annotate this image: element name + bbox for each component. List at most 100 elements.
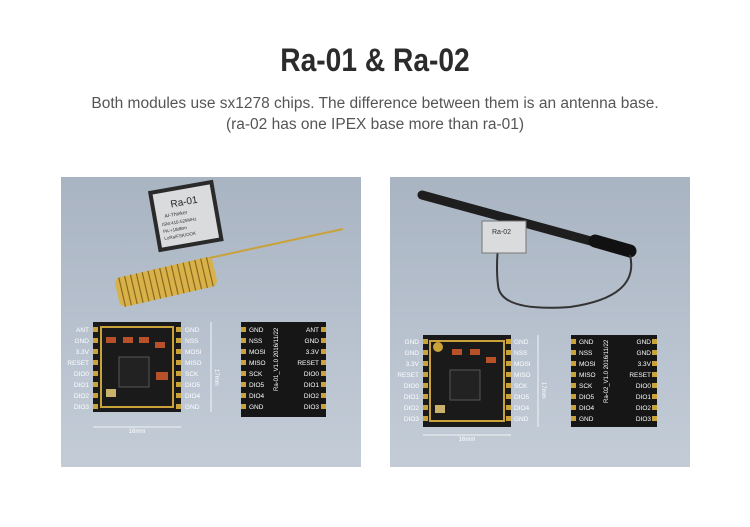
ra02-back-right-labels: GND GND 3.3V RESET DIO0 DIO1 DIO2 DIO3 bbox=[629, 339, 651, 423]
ra01-chip-line-3: PA:+18dBm bbox=[163, 225, 188, 234]
pin-pad bbox=[241, 349, 246, 354]
pin-label: SCK bbox=[249, 371, 263, 378]
pin-pad bbox=[176, 360, 181, 365]
ipex-connector-icon bbox=[433, 342, 443, 352]
pin-label: MOSI bbox=[579, 361, 596, 368]
pin-pad bbox=[241, 382, 246, 387]
pin-pad bbox=[93, 371, 98, 376]
pin-pad bbox=[241, 360, 246, 365]
svg-text:17mm: 17mm bbox=[213, 369, 219, 386]
pin-pad bbox=[506, 350, 511, 355]
ra01-width-dimension: 16mm bbox=[93, 426, 181, 435]
pin-pad bbox=[241, 371, 246, 376]
pin-label: RESET bbox=[629, 372, 651, 379]
pin-pad bbox=[321, 360, 326, 365]
pin-label: 3.3V bbox=[638, 361, 652, 368]
pin-pad bbox=[506, 416, 511, 421]
pin-pad bbox=[423, 416, 428, 421]
pin-pad bbox=[176, 349, 181, 354]
pin-label: DIO3 bbox=[74, 404, 90, 411]
ra02-width-dimension: 16mm bbox=[423, 434, 511, 443]
ra01-back-pcb: Ra-01_V1.0 2016/11/22 bbox=[241, 322, 326, 417]
pin-pad bbox=[423, 394, 428, 399]
pin-pad bbox=[423, 339, 428, 344]
ra02-back-left-labels: GND NSS MOSI MISO SCK DIO5 DIO4 GND bbox=[579, 339, 596, 423]
pin-pad bbox=[321, 371, 326, 376]
svg-text:17mm: 17mm bbox=[540, 382, 546, 399]
pin-pad bbox=[506, 383, 511, 388]
ra01-back-left-labels: GND NSS MOSI MISO SCK DIO5 DIO4 GND bbox=[249, 327, 266, 411]
pin-pad bbox=[423, 383, 428, 388]
pin-pad bbox=[423, 350, 428, 355]
ra01-back-right-labels: ANT GND 3.3V RESET DIO0 DIO1 DIO2 DIO3 bbox=[297, 327, 319, 411]
rubber-antenna bbox=[417, 190, 637, 309]
pin-pad bbox=[241, 327, 246, 332]
pin-label: NSS bbox=[514, 350, 528, 357]
pin-pad bbox=[321, 349, 326, 354]
ra01-photo-panel: Ra-01 AI-Thinker ISM:410-525MHz PA:+18dB… bbox=[61, 177, 361, 467]
pin-pad bbox=[176, 393, 181, 398]
pin-pad bbox=[93, 338, 98, 343]
pin-label: MISO bbox=[579, 372, 596, 379]
ra02-height-dimension: 17mm bbox=[537, 335, 546, 427]
pin-label: GND bbox=[637, 339, 652, 346]
pin-pad bbox=[93, 393, 98, 398]
pin-label: GND bbox=[514, 416, 529, 423]
pin-label: DIO5 bbox=[579, 394, 595, 401]
pin-pad bbox=[176, 371, 181, 376]
pin-label: DIO1 bbox=[304, 382, 320, 389]
pin-pad bbox=[241, 393, 246, 398]
pin-pad bbox=[652, 416, 657, 421]
pin-pad bbox=[652, 372, 657, 377]
pin-pad bbox=[241, 338, 246, 343]
pin-label: DIO2 bbox=[404, 405, 420, 412]
pin-label: SCK bbox=[514, 383, 528, 390]
pin-label: DIO5 bbox=[514, 394, 530, 401]
pin-label: ANT bbox=[76, 327, 89, 334]
pin-pad bbox=[321, 393, 326, 398]
pin-pad bbox=[241, 404, 246, 409]
pin-pad bbox=[652, 394, 657, 399]
pin-label: RESET bbox=[397, 372, 419, 379]
pin-pad bbox=[93, 404, 98, 409]
pin-label: SCK bbox=[579, 383, 593, 390]
ra01-front-right-labels: GND NSS MOSI MISO SCK DIO5 DIO4 GND bbox=[185, 327, 202, 411]
pin-label: DIO0 bbox=[304, 371, 320, 378]
subtitle-line-1: Both modules use sx1278 chips. The diffe… bbox=[91, 95, 659, 112]
pin-label: DIO3 bbox=[304, 404, 320, 411]
pin-pad bbox=[321, 327, 326, 332]
ra02-back-text: Ra-02_V1.0 2016/11/22 bbox=[604, 339, 610, 403]
pin-pad bbox=[423, 372, 428, 377]
pin-pad bbox=[176, 404, 181, 409]
ra01-back-text: Ra-01_V1.0 2016/11/22 bbox=[274, 327, 280, 391]
ra02-chip-label: Ra-02 bbox=[492, 229, 511, 236]
pin-label: DIO1 bbox=[636, 394, 652, 401]
subtitle-line-2: (ra-02 has one IPEX base more than ra-01… bbox=[225, 116, 525, 133]
pin-pad bbox=[506, 339, 511, 344]
pin-label: DIO4 bbox=[514, 405, 530, 412]
pin-label: GND bbox=[185, 404, 200, 411]
pin-label: GND bbox=[405, 339, 420, 346]
ra01-chip-line-2: ISM:410-525MHz bbox=[162, 216, 198, 227]
pin-label: DIO3 bbox=[404, 416, 420, 423]
ra01-front-pcb bbox=[93, 322, 181, 412]
castellated-pads bbox=[423, 339, 511, 421]
ra02-photo-panel: Ra-02 GND GND 3.3V RESET DIO0 DIO1 DIO2 … bbox=[390, 177, 690, 467]
pin-pad bbox=[321, 338, 326, 343]
pin-pad bbox=[506, 394, 511, 399]
pin-pad bbox=[571, 405, 576, 410]
pin-label: MOSI bbox=[249, 349, 266, 356]
pin-label: GND bbox=[405, 350, 420, 357]
ra02-illustration: Ra-02 GND GND 3.3V RESET DIO0 DIO1 DIO2 … bbox=[397, 190, 657, 443]
pin-label: DIO1 bbox=[74, 382, 90, 389]
pin-label: GND bbox=[185, 327, 200, 334]
ra01-chip-line-1: AI-Thinker bbox=[164, 210, 188, 220]
svg-text:16mm: 16mm bbox=[129, 429, 146, 435]
pin-pad bbox=[176, 327, 181, 332]
ra01-illustration: Ra-01 AI-Thinker ISM:410-525MHz PA:+18dB… bbox=[67, 179, 344, 435]
pin-pad bbox=[571, 383, 576, 388]
pin-pad bbox=[321, 382, 326, 387]
pin-label: MOSI bbox=[185, 349, 202, 356]
pin-label: DIO3 bbox=[636, 416, 652, 423]
pin-label: MOSI bbox=[514, 361, 531, 368]
